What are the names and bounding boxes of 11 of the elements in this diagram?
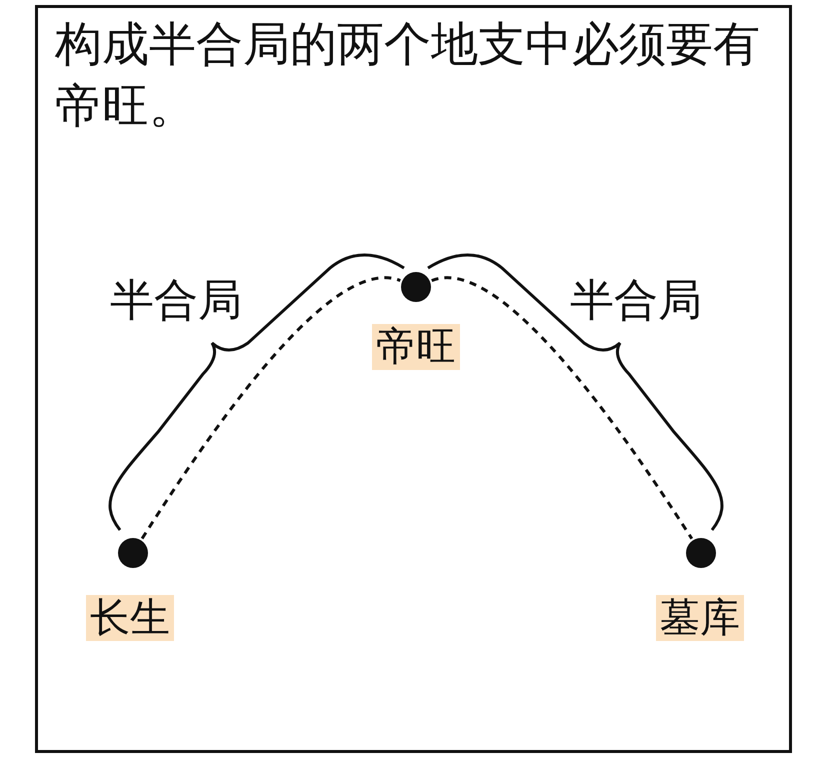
heading-text: 构成半合局的两个地支中必须要有帝旺。 [55, 16, 761, 136]
dashed-line [431, 276, 694, 540]
dashed-line [140, 276, 401, 540]
highlighted-label: 长生 [86, 595, 174, 641]
dot [686, 538, 716, 568]
bracket-label: 半合局 [110, 276, 242, 326]
bracket-label: 半合局 [570, 276, 702, 326]
dot [118, 538, 148, 568]
dot [401, 272, 431, 302]
highlighted-label: 墓库 [656, 595, 744, 641]
highlighted-label: 帝旺 [372, 324, 460, 370]
